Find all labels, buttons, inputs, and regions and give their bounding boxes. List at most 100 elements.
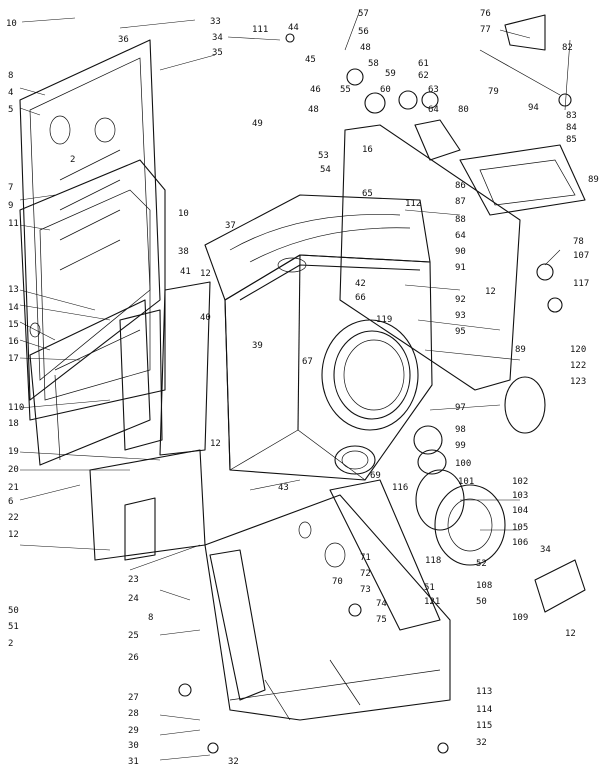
- part-label: 117: [573, 279, 589, 289]
- part-label: 45: [305, 55, 316, 65]
- part-label: 69: [370, 471, 381, 481]
- part-label: 44: [288, 23, 299, 33]
- part-label: 52: [476, 559, 487, 569]
- part-label: 70: [332, 577, 343, 587]
- part-label: 121: [424, 597, 440, 607]
- part-label: 95: [455, 327, 466, 337]
- part-label: 8: [148, 613, 153, 623]
- part-labels: 10 33 111 44 57 76 36 34 56 48 77 82 35 …: [6, 9, 599, 767]
- part-label: 35: [212, 48, 223, 58]
- back-panel: [19, 39, 161, 401]
- side-panel: [19, 159, 166, 421]
- part-label: 50: [476, 597, 487, 607]
- part-label: 5: [8, 105, 13, 115]
- part-label: 53: [318, 151, 329, 161]
- part-label: 113: [476, 687, 492, 697]
- part-label: 67: [302, 357, 313, 367]
- part-label: 65: [362, 189, 373, 199]
- part-label: 37: [225, 221, 236, 231]
- part-label: 36: [118, 35, 129, 45]
- part-label: 99: [455, 441, 466, 451]
- part-label: 22: [8, 513, 19, 523]
- part-label: 25: [128, 631, 139, 641]
- base-frame: [204, 479, 451, 721]
- part-label: 102: [512, 477, 528, 487]
- part-label: 75: [376, 615, 387, 625]
- part-label: 61: [418, 59, 429, 69]
- part-label: 10: [6, 19, 17, 29]
- part-label: 18: [8, 419, 19, 429]
- part-label: 89: [588, 175, 599, 185]
- part-label: 120: [570, 345, 586, 355]
- part-label: 16: [8, 337, 19, 347]
- part-label: 7: [8, 183, 13, 193]
- part-label: 98: [455, 425, 466, 435]
- part-label: 87: [455, 197, 466, 207]
- part-label: 19: [8, 447, 19, 457]
- part-label: 118: [425, 556, 441, 566]
- part-label: 28: [128, 709, 139, 719]
- part-label: 74: [376, 599, 387, 609]
- part-label: 54: [320, 165, 331, 175]
- part-label: 106: [512, 538, 528, 548]
- part-label: 31: [128, 757, 139, 767]
- part-label: 123: [570, 377, 586, 387]
- part-label: 57: [358, 9, 369, 19]
- part-label: 32: [228, 757, 239, 767]
- part-label: 116: [392, 483, 408, 493]
- part-label: 111: [252, 25, 268, 35]
- part-label: 21: [8, 483, 19, 493]
- part-label: 12: [210, 439, 221, 449]
- part-label: 49: [252, 119, 263, 129]
- part-label: 12: [200, 269, 211, 279]
- part-label: 86: [455, 181, 466, 191]
- part-label: 17: [8, 354, 19, 364]
- part-label: 51: [424, 583, 435, 593]
- part-label: 14: [8, 303, 19, 313]
- part-label: 115: [476, 721, 492, 731]
- motor-assembly: [413, 14, 586, 613]
- part-label: 50: [8, 606, 19, 616]
- part-label: 83: [566, 111, 577, 121]
- part-label: 114: [476, 705, 492, 715]
- part-label: 16: [362, 145, 373, 155]
- part-label: 105: [512, 523, 528, 533]
- part-label: 43: [278, 483, 289, 493]
- part-label: 24: [128, 594, 139, 604]
- part-label: 51: [8, 622, 19, 632]
- part-label: 97: [455, 403, 466, 413]
- part-label: 90: [455, 247, 466, 257]
- part-label: 88: [455, 215, 466, 225]
- hardware: [178, 33, 572, 754]
- part-label: 34: [212, 33, 223, 43]
- part-label: 103: [512, 491, 528, 501]
- part-label: 41: [180, 267, 191, 277]
- part-label: 56: [358, 27, 369, 37]
- part-label: 109: [512, 613, 528, 623]
- part-label: 13: [8, 285, 19, 295]
- front-frame: [29, 281, 211, 561]
- part-label: 11: [8, 219, 19, 229]
- part-label: 38: [178, 247, 189, 257]
- part-label: 32: [476, 738, 487, 748]
- part-label: 2: [70, 155, 75, 165]
- part-label: 62: [418, 71, 429, 81]
- part-label: 15: [8, 320, 19, 330]
- part-label: 79: [488, 87, 499, 97]
- part-label: 82: [562, 43, 573, 53]
- part-label: 112: [405, 199, 421, 209]
- part-label: 48: [360, 43, 371, 53]
- part-label: 64: [428, 105, 439, 115]
- part-label: 40: [200, 313, 211, 323]
- part-label: 23: [128, 575, 139, 585]
- part-label: 78: [573, 237, 584, 247]
- part-label: 104: [512, 506, 528, 516]
- part-label: 80: [458, 105, 469, 115]
- part-label: 73: [360, 585, 371, 595]
- part-label: 48: [308, 105, 319, 115]
- part-label: 12: [485, 287, 496, 297]
- part-label: 4: [8, 88, 13, 98]
- part-label: 55: [340, 85, 351, 95]
- part-label: 93: [455, 311, 466, 321]
- part-label: 72: [360, 569, 371, 579]
